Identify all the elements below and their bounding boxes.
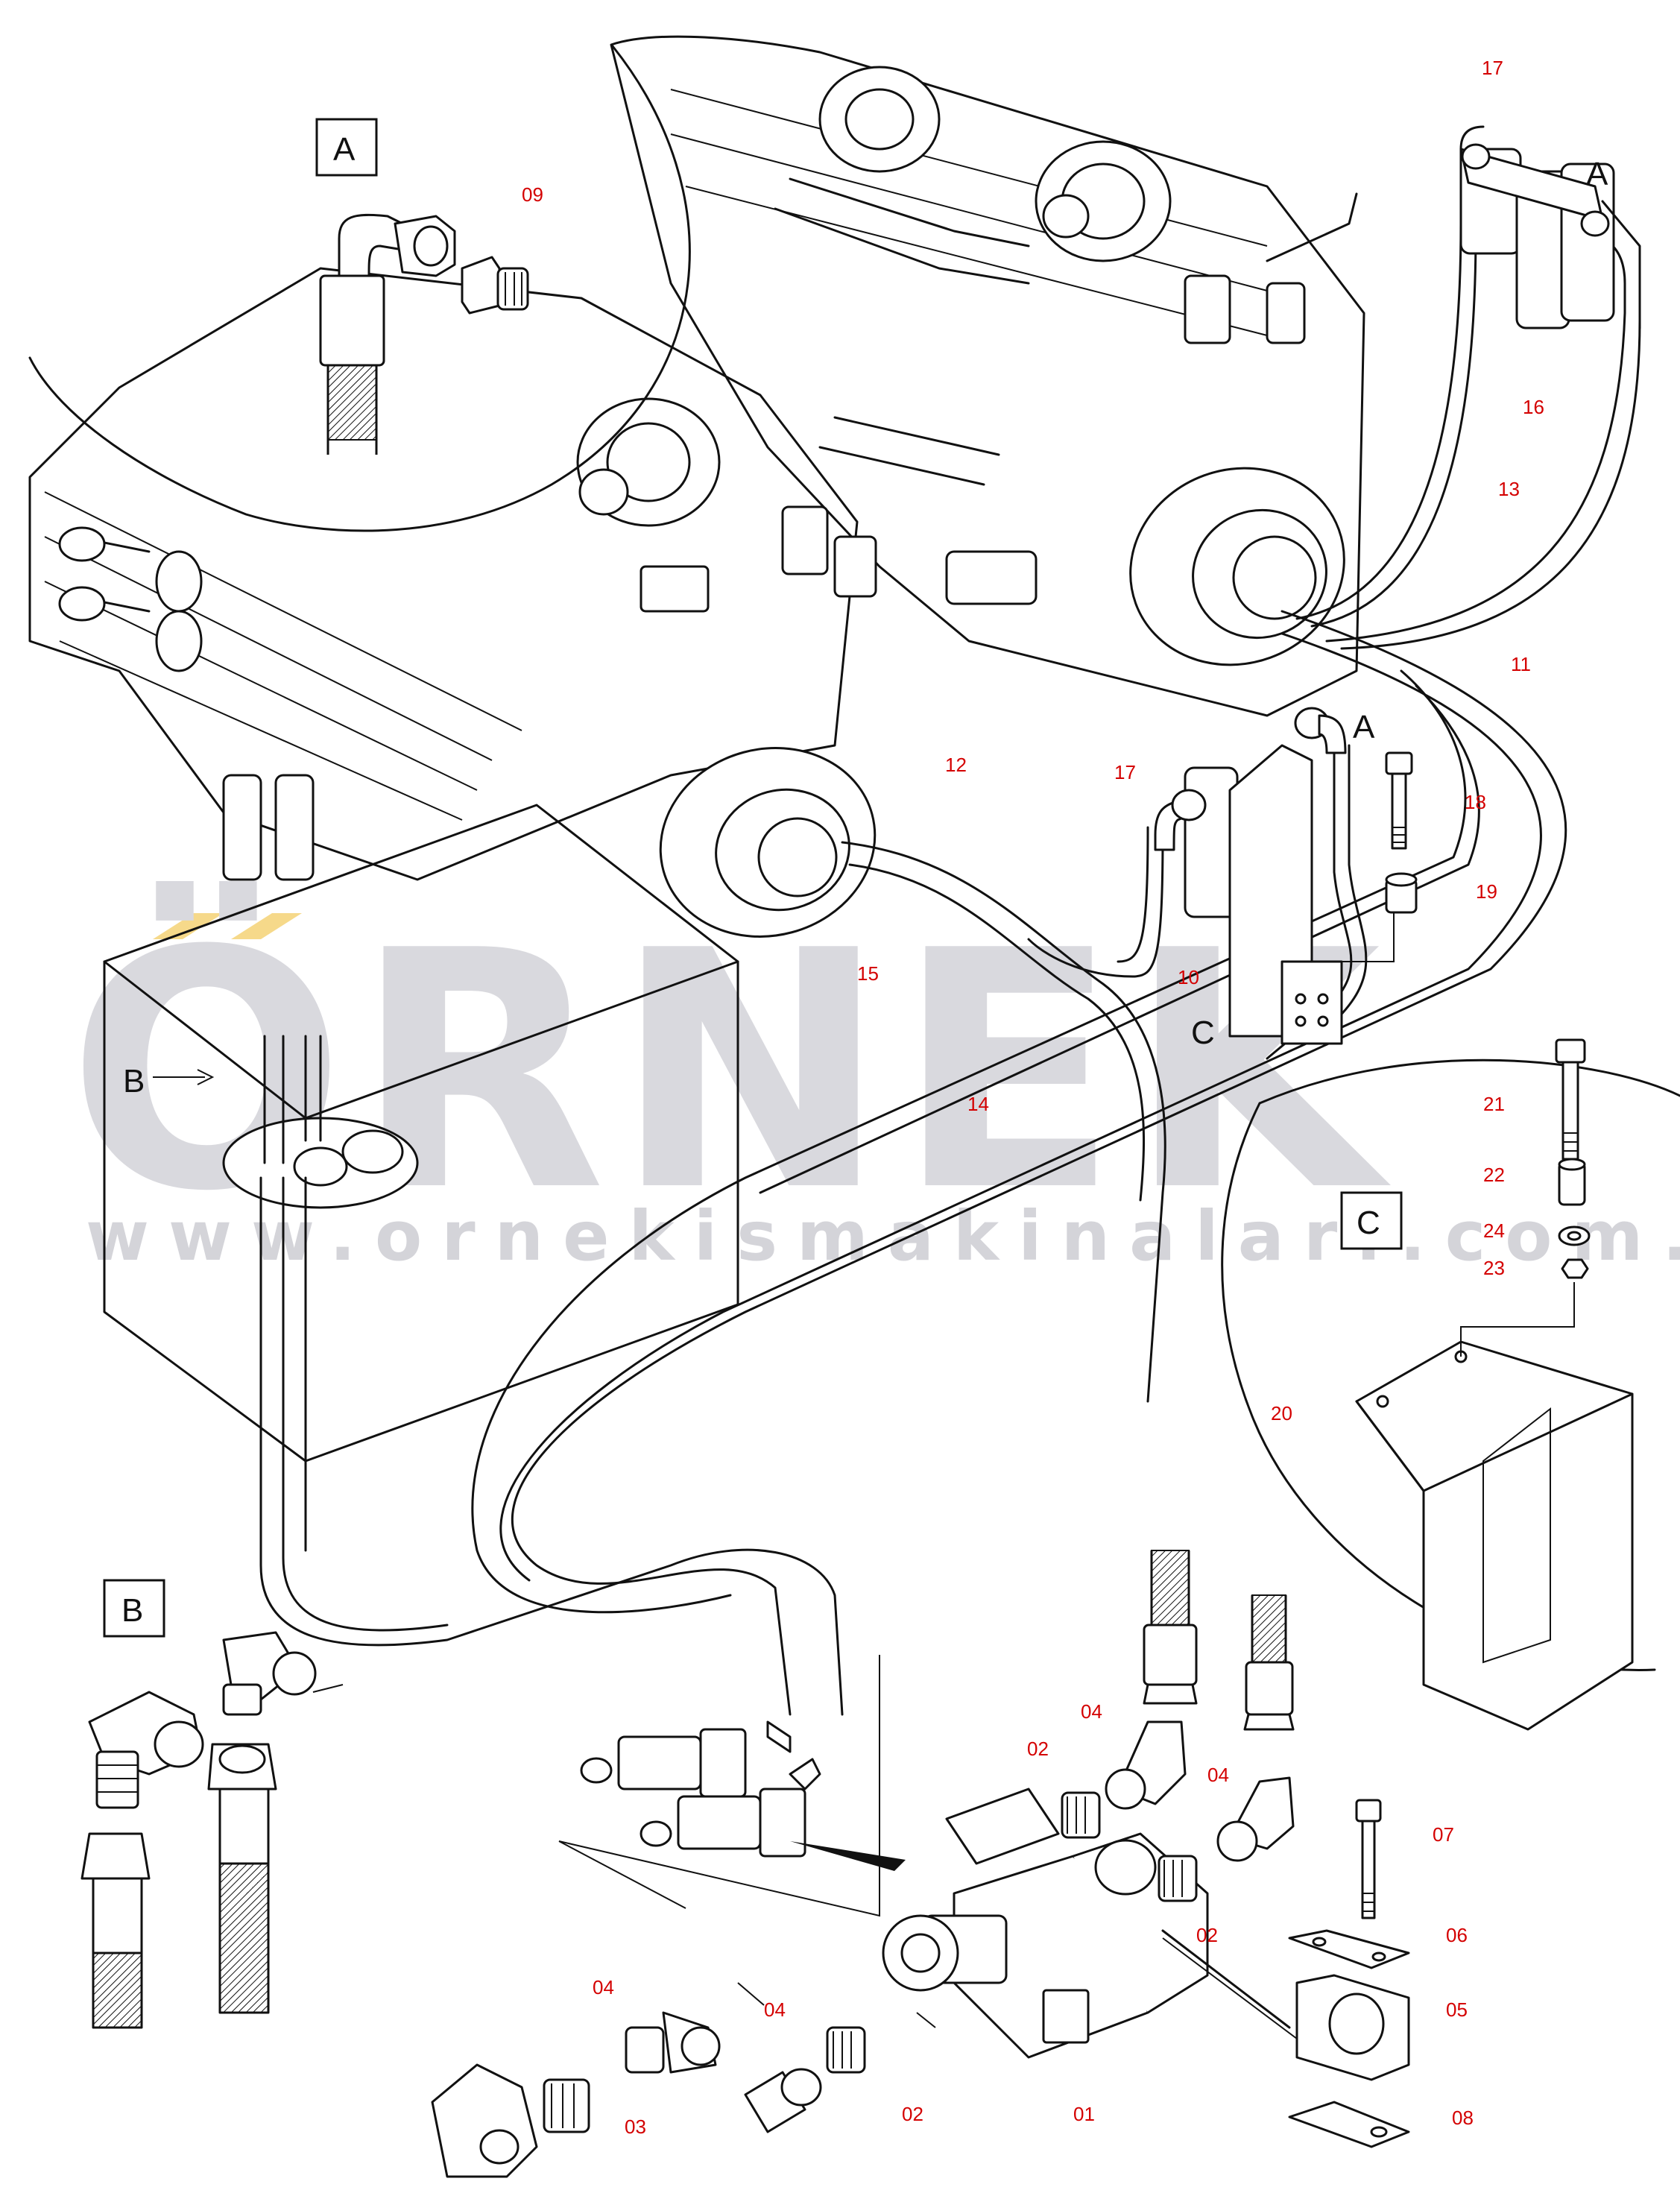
elbow-04-lower-1 [662, 2011, 721, 2074]
callout-24: 24 [1483, 1220, 1505, 1242]
callout-07: 07 [1433, 1823, 1454, 1846]
view-c-marker-mid: C [1191, 1015, 1215, 1051]
hoses [259, 125, 1641, 1716]
callout-leaders [737, 1982, 936, 2028]
detail-b: B [80, 1579, 344, 2029]
callout-22: 22 [1483, 1164, 1505, 1186]
elbow-04-upper [1105, 1720, 1187, 1810]
hose-upper-right-2 [1243, 1594, 1295, 1731]
callout-04-d: 04 [764, 1998, 786, 2021]
callout-10: 10 [1178, 966, 1199, 988]
elbow-04-lower-2 [744, 2068, 822, 2133]
callouts: 09 17 16 13 11 12 17 18 19 15 10 14 21 2… [522, 57, 1544, 2138]
adapter-02-upper [1061, 1791, 1101, 1839]
callout-14: 14 [967, 1093, 989, 1115]
plate-06 [1288, 1929, 1410, 1969]
callout-23: 23 [1483, 1257, 1505, 1279]
plate-08 [1288, 2101, 1410, 2148]
detail-c: C [1221, 1038, 1680, 1731]
filter-assembly-c: A C [1154, 707, 1418, 1051]
watermark: ÖRNEK www.ornekismakinalari.com.tr [67, 878, 1680, 1277]
part-03-assembly [431, 2026, 665, 2178]
view-a-marker-top: A [1586, 156, 1608, 192]
callout-05: 05 [1446, 1998, 1468, 2021]
tank-view-b-marker: B [123, 1063, 145, 1099]
valve-assembly [431, 1550, 1410, 2178]
tank: B [103, 804, 739, 1463]
watermark-accent-left [153, 913, 224, 939]
callout-03: 03 [625, 2115, 646, 2138]
bolt-07 [1355, 1799, 1382, 1919]
callout-12: 12 [945, 754, 967, 776]
outlet-ring-lower [659, 747, 877, 938]
callout-06: 06 [1446, 1924, 1468, 1946]
callout-04-b: 04 [1207, 1764, 1229, 1786]
callout-17-top: 17 [1482, 57, 1503, 79]
detail-b-label-box [103, 1579, 165, 1638]
callout-04-a: 04 [1081, 1700, 1102, 1723]
callout-13: 13 [1498, 478, 1520, 500]
detail-c-label-box [1340, 1191, 1403, 1250]
elbow-04-right [1216, 1776, 1295, 1862]
callout-02-a: 02 [1027, 1738, 1049, 1760]
spacer-19 [1385, 872, 1418, 914]
callout-18: 18 [1465, 791, 1486, 813]
callout-21: 21 [1483, 1093, 1505, 1115]
callout-19: 19 [1476, 880, 1497, 903]
callout-02-b: 02 [1196, 1924, 1218, 1946]
callout-04-c: 04 [593, 1976, 614, 1998]
callout-02-c: 02 [902, 2103, 923, 2125]
engine-assembly [28, 35, 1365, 938]
clamp-05 [1295, 1974, 1410, 2081]
turbo-upper-2 [818, 66, 941, 173]
main-valve-01 [882, 1788, 1209, 2059]
adapter-02-lower [826, 2026, 866, 2074]
turbo-upper-1 [1035, 140, 1172, 262]
detail-b-label: B [121, 1592, 143, 1629]
bracket-20 [1355, 1340, 1634, 1731]
callout-08: 08 [1452, 2107, 1474, 2129]
bolt-21 [1555, 1038, 1586, 1161]
filter-assembly-a: A [1459, 143, 1641, 329]
callout-09: 09 [522, 183, 543, 206]
watermark-accent-right [231, 913, 302, 939]
washer-24 [1558, 1225, 1591, 1246]
nut-23 [1561, 1258, 1589, 1279]
view-a-marker-mid: A [1353, 709, 1375, 745]
outlet-ring-upper [1129, 467, 1345, 666]
detail-a-label: A [333, 131, 356, 168]
fitting-09 [461, 256, 529, 315]
detail-a: A [28, 45, 691, 532]
watermark-url: www.ornekismakinalari.com.tr [86, 1196, 1680, 1276]
turbo-lower-1 [576, 397, 721, 527]
callout-16: 16 [1523, 396, 1544, 418]
callout-17-mid: 17 [1114, 761, 1136, 783]
callout-11: 11 [1511, 653, 1531, 675]
hose-upper-right-1 [1143, 1550, 1198, 1705]
callout-20: 20 [1271, 1402, 1292, 1424]
callout-15: 15 [857, 962, 879, 985]
detail-c-label: C [1357, 1205, 1380, 1241]
bolt-18 [1385, 751, 1413, 850]
adapter-02-right [1158, 1855, 1198, 1902]
callout-01: 01 [1073, 2103, 1095, 2125]
spacer-22 [1558, 1158, 1586, 1206]
detail-a-label-box [315, 118, 378, 177]
